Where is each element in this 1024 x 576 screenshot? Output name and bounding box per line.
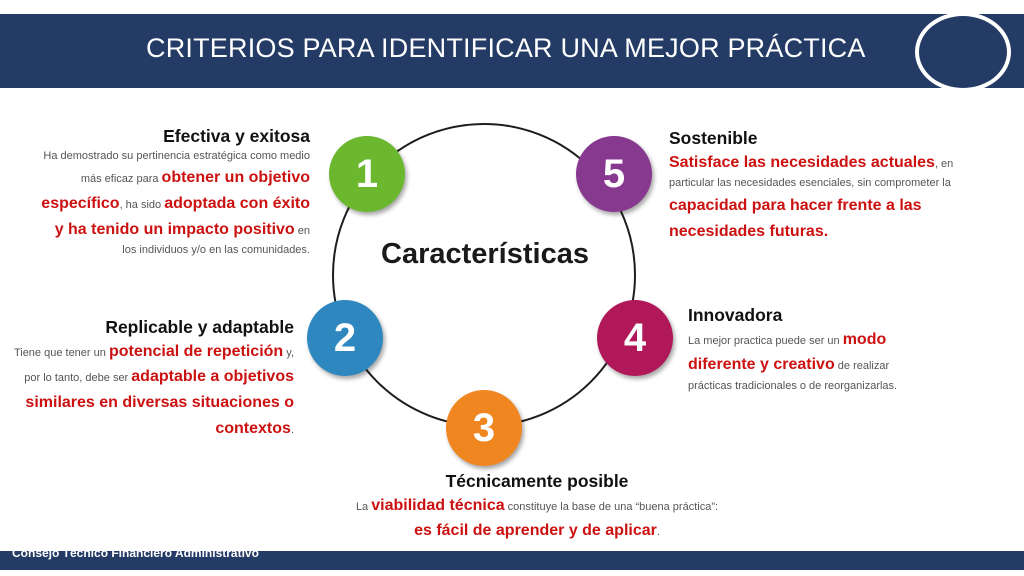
criterion-3-text-part: .	[656, 526, 660, 539]
criterion-5-text: Satisface las necesidades actuales, en p…	[669, 150, 959, 244]
number-badge-1: 1	[329, 136, 405, 212]
center-label: Características	[381, 238, 589, 270]
criterion-3-highlight-2: es fácil de aprender y de aplicar	[414, 522, 657, 540]
criterion-4-text: La mejor practica puede ser un modo dife…	[688, 327, 928, 396]
criterion-1-heading: Efectiva y exitosa	[163, 126, 310, 146]
criterion-3-heading: Técnicamente posible	[445, 471, 629, 491]
criterion-3-text-part: constituye la base de una “buena práctic…	[504, 500, 719, 513]
criterion-3-text: La viabilidad técnica constituye la base…	[322, 493, 752, 544]
criterion-5-heading: Sostenible	[669, 128, 758, 148]
criterion-1-text-part: en los individuos y/o en las comunidades…	[122, 224, 310, 257]
criterion-1-text-part: , ha sido	[119, 199, 165, 212]
criterion-2-highlight-2: adaptable a objetivos similares en diver…	[25, 368, 294, 437]
criterion-2-text-part: .	[290, 423, 294, 436]
footer-text: Consejo Técnico Financiero Administrativ…	[12, 546, 259, 560]
criterion-1-highlight-1: obtener un objetivo específico	[41, 169, 310, 213]
criterion-5-highlight-1: Satisface las necesidades actuales	[669, 153, 935, 171]
criterion-5-text-part: , en particular las necesidades esencial…	[669, 157, 954, 190]
criterion-1-text-part: Ha demostrado su pertinencia estratégica…	[43, 149, 310, 186]
number-badge-2: 2	[307, 300, 383, 376]
criterion-4-highlight-1: modo diferente y creativo	[688, 330, 887, 374]
criterion-5-block: Sostenible Satisface las necesidades act…	[669, 128, 959, 244]
number-badge-5: 5	[576, 136, 652, 212]
criterion-2-text-part: Tiene que tener un	[13, 346, 109, 359]
criterion-1-block: Efectiva y exitosa Ha demostrado su pert…	[40, 126, 310, 260]
criterion-3-block: Técnicamente posible La viabilidad técni…	[322, 471, 752, 544]
criterion-4-block: Innovadora La mejor practica puede ser u…	[688, 305, 928, 396]
footer-bar	[0, 551, 1024, 570]
criterion-3-highlight-1: viabilidad técnica	[371, 496, 505, 514]
criterion-3-text-part: La	[355, 500, 372, 513]
criterion-2-heading: Replicable y adaptable	[105, 317, 294, 337]
criterion-2-text: Tiene que tener un potencial de repetici…	[4, 339, 294, 441]
criterion-4-text-part: La mejor practica puede ser un	[688, 334, 843, 347]
criterion-2-highlight-1: potencial de repetición	[108, 342, 284, 360]
criterion-1-highlight-2: adoptada con éxito y ha tenido un impact…	[54, 195, 310, 238]
header-bar	[0, 14, 1024, 88]
criterion-5-highlight-2: capacidad para hacer frente a las necesi…	[669, 197, 922, 240]
page-title: CRITERIOS PARA IDENTIFICAR UNA MEJOR PRÁ…	[146, 33, 866, 63]
number-badge-3: 3	[446, 390, 522, 466]
criterion-2-text-part: y, por lo tanto, debe ser	[24, 346, 294, 385]
header-circle-decoration	[915, 12, 1011, 92]
criterion-1-text: Ha demostrado su pertinencia estratégica…	[40, 148, 310, 260]
criterion-4-text-part: de realizar prácticas tradicionales o de…	[688, 360, 898, 393]
number-badge-4: 4	[597, 300, 673, 376]
criterion-2-block: Replicable y adaptable Tiene que tener u…	[4, 317, 294, 441]
criterion-4-heading: Innovadora	[688, 305, 783, 325]
